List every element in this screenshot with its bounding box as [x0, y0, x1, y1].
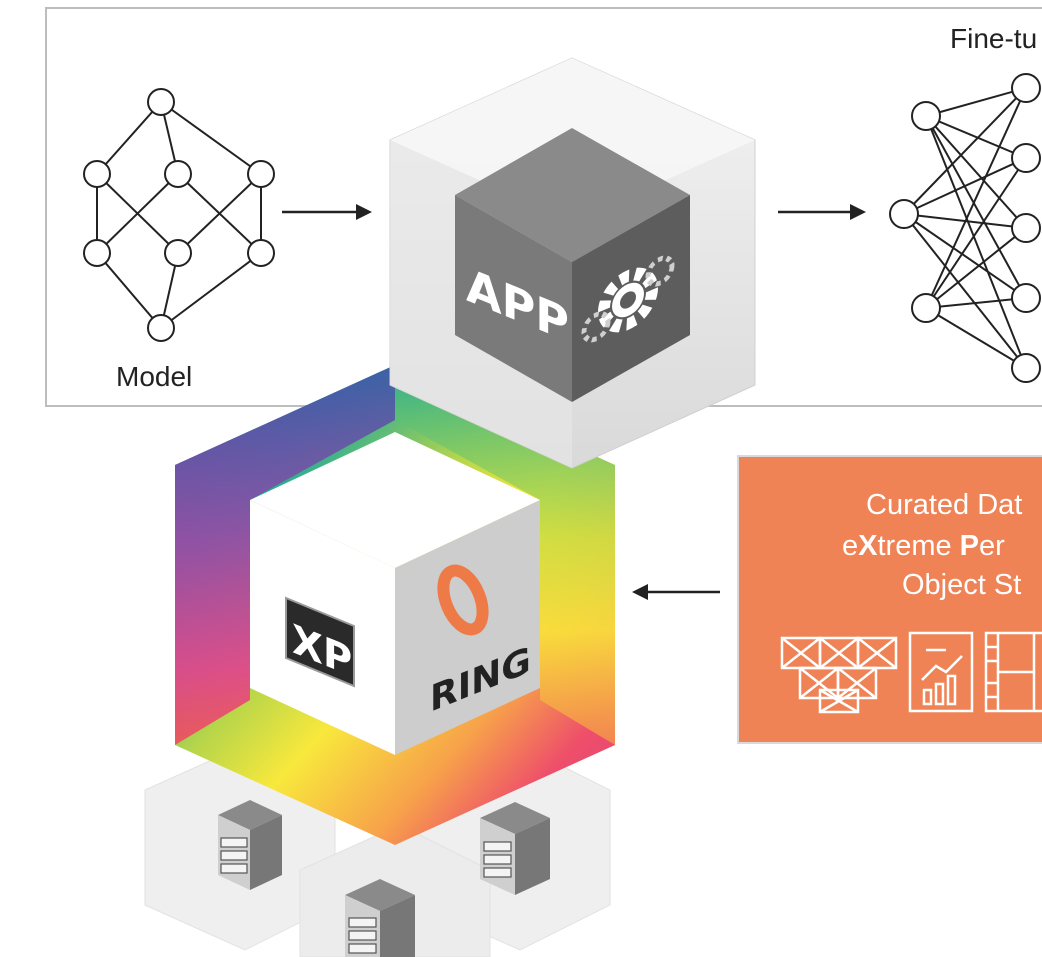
ring-logo-icon	[437, 564, 489, 636]
panel-line-2: eXtreme Per	[842, 530, 1005, 562]
model-label: Model	[116, 361, 192, 392]
finetune-label: Fine-tu	[950, 23, 1037, 54]
server-cube-left	[218, 800, 282, 890]
gears-icon	[581, 255, 675, 343]
arrow-app-to-finetune	[778, 204, 866, 220]
app-cube: APP	[389, 57, 756, 469]
image-grid-icon	[780, 636, 898, 714]
bar-chart-document-icon	[908, 631, 974, 713]
panel-line-3: Object St	[902, 569, 1021, 601]
server-cube-bottom	[345, 879, 415, 957]
server-cube-right	[480, 802, 550, 895]
curated-data-panel: Curated Dat eXtreme Per Object St	[737, 455, 1042, 744]
server-rack-icon	[483, 841, 512, 878]
film-strip-icon	[984, 631, 1042, 713]
arrow-data-to-storage	[632, 584, 720, 600]
server-cluster	[144, 744, 611, 957]
server-rack-icon	[220, 837, 248, 874]
model-network-graph	[83, 88, 275, 342]
panel-line-1: Curated Dat	[866, 489, 1022, 521]
finetuned-network-graph	[889, 73, 1041, 383]
arrow-model-to-app	[282, 204, 372, 220]
server-rack-icon	[348, 917, 377, 954]
